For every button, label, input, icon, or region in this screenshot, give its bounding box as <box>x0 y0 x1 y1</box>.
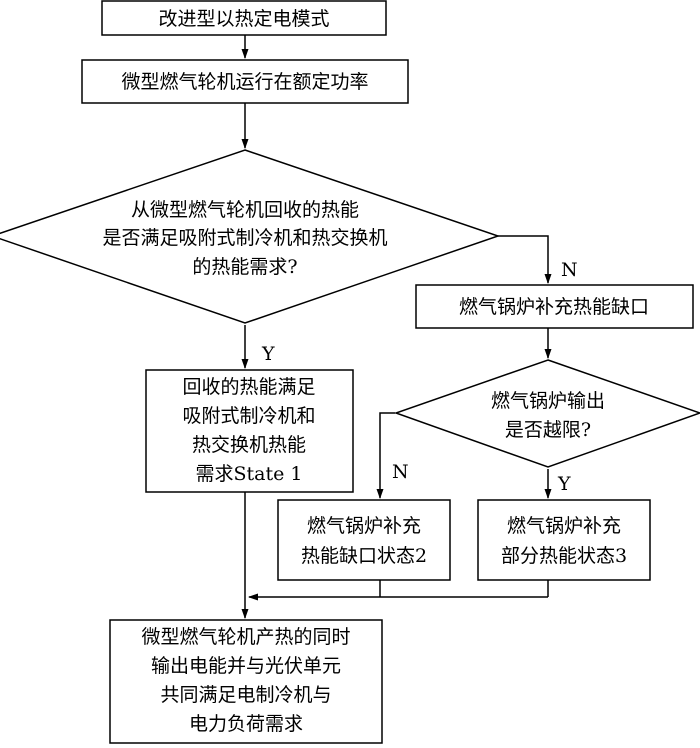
node-start: 改进型以热定电模式 <box>101 0 387 36</box>
node-gas-boiler-supply: 燃气锅炉补充热能缺口 <box>415 284 694 329</box>
decision-heat-line-3: 的热能需求? <box>192 256 297 278</box>
node-state3: 燃气锅炉补充 部分热能状态3 <box>477 499 651 581</box>
decision-heat-line-2: 是否满足吸附式制冷机和热交换机 <box>102 227 387 249</box>
decision-boiler: 燃气锅炉输出 是否越限? <box>393 359 700 468</box>
edge-label-boiler-yes: Y <box>557 473 571 495</box>
node-gas-boiler-supply-line-1: 燃气锅炉补充热能缺口 <box>459 296 649 318</box>
node-state1-line-1: 回收的热能满足 <box>182 376 315 398</box>
decision-boiler-line-1: 燃气锅炉输出 <box>491 390 605 412</box>
node-state2-line-2: 热能缺口状态2 <box>301 545 427 567</box>
node-mt-rated: 微型燃气轮机运行在额定功率 <box>81 59 409 104</box>
decision-boiler-line-2: 是否越限? <box>505 419 591 441</box>
node-mt-rated-line-1: 微型燃气轮机运行在额定功率 <box>121 71 368 93</box>
connectors <box>241 35 552 619</box>
node-state1-line-2: 吸附式制冷机和 <box>182 405 315 427</box>
edge-label-boiler-no: N <box>392 461 409 483</box>
node-state2-line-1: 燃气锅炉补充 <box>307 515 421 537</box>
edge-label-heat-no: N <box>561 259 578 281</box>
node-state1-line-4: 需求State 1 <box>196 463 303 485</box>
node-state1: 回收的热能满足 吸附式制冷机和 热交换机热能 需求State 1 <box>145 369 354 493</box>
arrow-decision-no-to-boiler <box>498 235 552 284</box>
node-final-line-3: 共同满足电制冷机与 <box>160 684 331 706</box>
node-final-line-2: 输出电能并与光伏单元 <box>151 655 341 677</box>
node-final: 微型燃气轮机产热的同时 输出电能并与光伏单元 共同满足电制冷机与 电力负荷需求 <box>109 619 383 744</box>
arrow-decision2-no-to-state2 <box>376 412 395 499</box>
node-state1-line-3: 热交换机热能 <box>192 434 306 456</box>
node-start-line-1: 改进型以热定电模式 <box>158 8 329 30</box>
edge-label-heat-yes: Y <box>261 343 275 365</box>
node-final-line-4: 电力负荷需求 <box>189 713 303 735</box>
decision-heat: 从微型燃气轮机回收的热能 是否满足吸附式制冷机和热交换机 的热能需求? <box>0 149 501 324</box>
node-state3-line-2: 部分热能状态3 <box>501 545 627 567</box>
node-final-line-1: 微型燃气轮机产热的同时 <box>141 626 350 648</box>
node-state2: 燃气锅炉补充 热能缺口状态2 <box>277 499 451 581</box>
node-state3-line-1: 燃气锅炉补充 <box>507 515 621 537</box>
decision-heat-line-1: 从微型燃气轮机回收的热能 <box>131 199 359 221</box>
